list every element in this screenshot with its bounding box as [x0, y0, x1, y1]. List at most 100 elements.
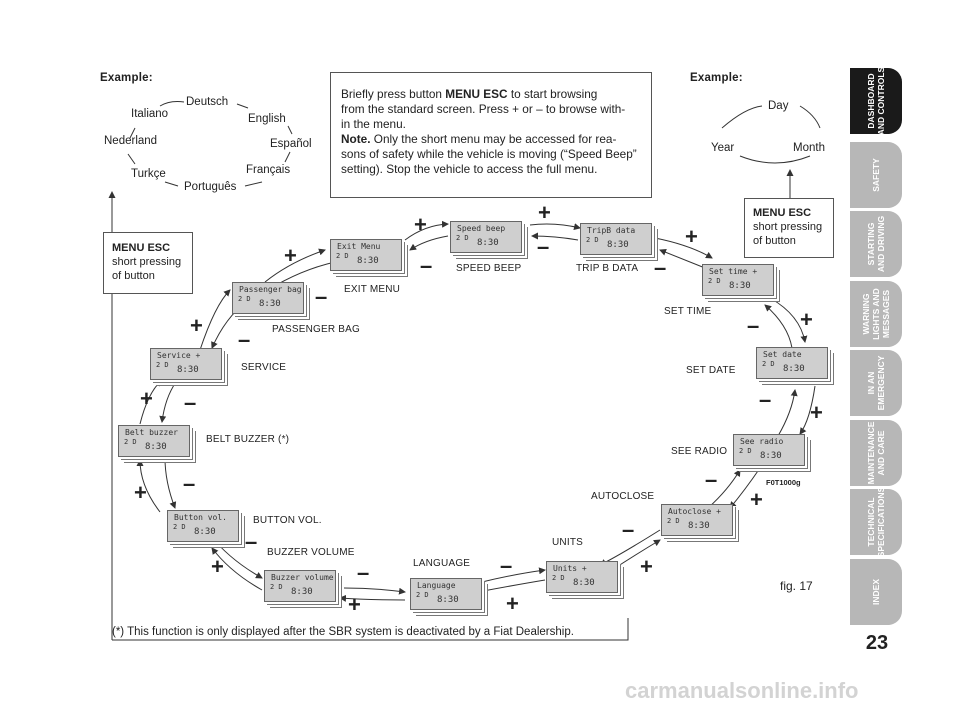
tab-technical-specifications[interactable]: TECHNICAL SPECIFICATIONS	[850, 486, 902, 558]
date-year: Year	[711, 142, 735, 154]
label-buzzer-volume: BUZZER VOLUME	[267, 547, 355, 558]
gear-indicator: 2 D	[416, 591, 429, 599]
info-line2: from the standard screen. Press + or – t…	[341, 102, 626, 116]
tab-label: TECHNICAL SPECIFICATIONS	[866, 486, 886, 558]
minus-sign: –	[622, 517, 635, 542]
plus-sign: +	[506, 591, 519, 616]
info-line1-post: to start browsing	[507, 87, 598, 101]
language-portugues: Português	[184, 181, 237, 193]
label-passenger-bag: PASSENGER BAG	[272, 324, 360, 335]
label-set-time: SET TIME	[664, 306, 712, 317]
label-button-vol: BUTTON VOL.	[253, 515, 322, 526]
minus-sign: –	[238, 327, 251, 352]
screen-text: Units +	[553, 564, 587, 573]
language-deutsch: Deutsch	[186, 96, 229, 108]
gear-indicator: 2 D	[238, 295, 251, 303]
tab-safety[interactable]: SAFETY	[850, 142, 902, 208]
gear-indicator: 2 D	[762, 360, 775, 368]
plus-sign: +	[800, 307, 813, 332]
menu-esc-right-title: MENU ESC	[753, 207, 812, 219]
info-note-label: Note.	[341, 132, 371, 146]
plus-sign: +	[140, 386, 153, 411]
tab-maintenance-and-care[interactable]: MAINTENANCE AND CARE	[850, 420, 902, 486]
tab-label: MAINTENANCE AND CARE	[866, 421, 886, 485]
date-month: Month	[793, 142, 825, 154]
clock: 8:30	[259, 299, 281, 309]
clock: 8:30	[688, 521, 710, 531]
label-set-date: SET DATE	[686, 365, 736, 376]
tab-starting-and-driving[interactable]: STARTING AND DRIVING	[850, 211, 902, 277]
tab-in-an-emergency[interactable]: IN AN EMERGENCY	[850, 350, 902, 416]
menu-esc-box-left: MENU ESC short pressing of button	[103, 232, 193, 294]
minus-sign: –	[705, 467, 718, 492]
screen-text: Exit Menu	[337, 242, 381, 251]
minus-sign: –	[183, 471, 196, 496]
minus-sign: –	[654, 255, 667, 280]
clock: 8:30	[437, 595, 459, 605]
minus-sign: –	[537, 234, 550, 259]
menu-esc-left-line2: of button	[112, 270, 155, 282]
gear-indicator: 2 D	[586, 236, 599, 244]
clock: 8:30	[573, 578, 595, 588]
label-autoclose: AUTOCLOSE	[591, 491, 655, 502]
language-english: English	[248, 113, 286, 125]
clock: 8:30	[607, 240, 629, 250]
gear-indicator: 2 D	[739, 447, 752, 455]
plus-sign: +	[750, 487, 763, 512]
gear-indicator: 2 D	[270, 583, 283, 591]
minus-sign: –	[245, 529, 258, 554]
screen-text: Buzzer volume	[271, 573, 334, 582]
info-line5: sons of safety while the vehicle is movi…	[341, 147, 637, 161]
tab-dashboard-and-controls[interactable]: DASHBOARD AND CONTROLS	[850, 67, 902, 135]
menu-esc-box-right: MENU ESC short pressing of button	[744, 198, 834, 258]
gear-indicator: 2 D	[156, 361, 169, 369]
label-see-radio: SEE RADIO	[671, 446, 728, 457]
gear-indicator: 2 D	[173, 523, 186, 531]
minus-sign: –	[500, 553, 513, 578]
clock: 8:30	[477, 238, 499, 248]
plus-sign: +	[134, 480, 147, 505]
gear-indicator: 2 D	[456, 234, 469, 242]
gear-indicator: 2 D	[552, 574, 565, 582]
plus-sign: +	[685, 224, 698, 249]
info-line6: setting). Stop the vehicle to access the…	[341, 162, 598, 176]
example-label-right: Example:	[690, 72, 743, 84]
plus-sign: +	[810, 400, 823, 425]
watermark: carmanualsonline.info	[625, 678, 859, 703]
screen-text: TripB data	[587, 226, 636, 235]
example-label-left: Example:	[100, 72, 153, 84]
plus-sign: +	[190, 313, 203, 338]
label-exit-menu: EXIT MENU	[344, 284, 401, 295]
gear-indicator: 2 D	[124, 438, 137, 446]
tab-index[interactable]: INDEX	[850, 559, 902, 625]
language-espanol: Español	[270, 138, 312, 150]
screen-text: Passenger bag	[239, 285, 302, 294]
clock: 8:30	[729, 281, 751, 291]
info-box: Briefly press button MENU ESC to start b…	[330, 72, 652, 198]
info-line4: Only the short menu may be accessed for …	[370, 132, 617, 146]
gear-indicator: 2 D	[336, 252, 349, 260]
screen-text: Set time +	[709, 267, 758, 276]
tab-label: WARNING LIGHTS AND MESSAGES	[861, 288, 891, 340]
clock: 8:30	[145, 442, 167, 452]
clock: 8:30	[357, 256, 379, 266]
tab-label: IN AN EMERGENCY	[866, 355, 886, 411]
label-tripb-data: TRIP B DATA	[576, 263, 639, 274]
plus-sign: +	[640, 554, 653, 579]
language-turkce: Turkçe	[131, 168, 166, 180]
minus-sign: –	[315, 284, 328, 309]
screen-text: Button vol.	[174, 513, 227, 522]
label-speed-beep: SPEED BEEP	[456, 263, 522, 274]
tab-warning-lights-and-messages[interactable]: WARNING LIGHTS AND MESSAGES	[850, 281, 902, 347]
gear-indicator: 2 D	[667, 517, 680, 525]
screen-text: See radio	[740, 437, 784, 446]
